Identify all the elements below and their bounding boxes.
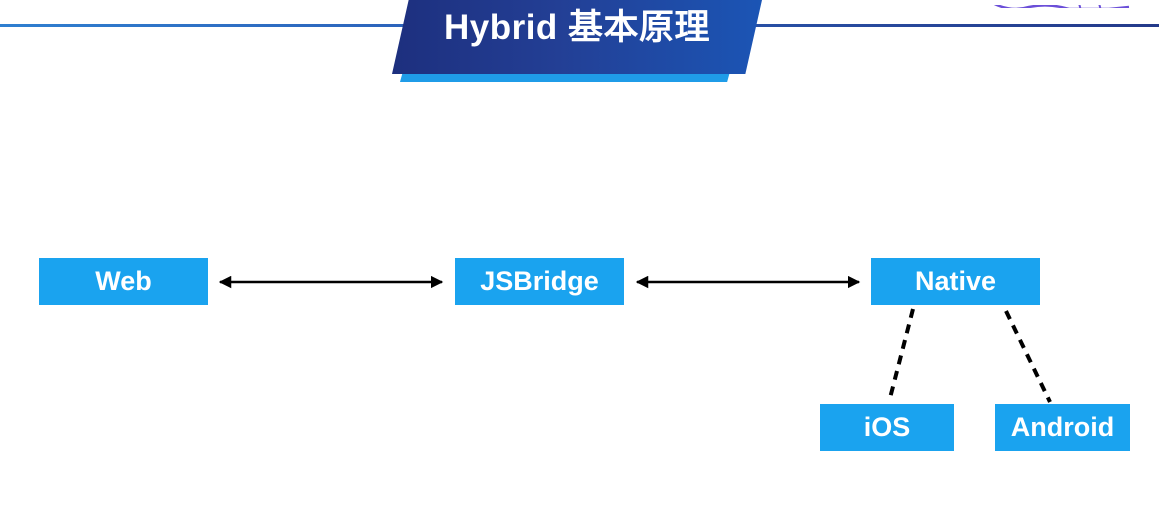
brand-logo-icon bbox=[959, 0, 1159, 8]
edge-native-android bbox=[1004, 310, 1052, 403]
node-android: Android bbox=[995, 404, 1130, 451]
node-web: Web bbox=[39, 258, 208, 305]
title-banner bbox=[392, 0, 762, 74]
node-jsbridge: JSBridge bbox=[455, 258, 624, 305]
edge-native-ios bbox=[887, 308, 915, 403]
slide-title: Hybrid 基本原理 bbox=[443, 8, 711, 47]
node-ios: iOS bbox=[820, 404, 954, 451]
node-native: Native bbox=[871, 258, 1040, 305]
